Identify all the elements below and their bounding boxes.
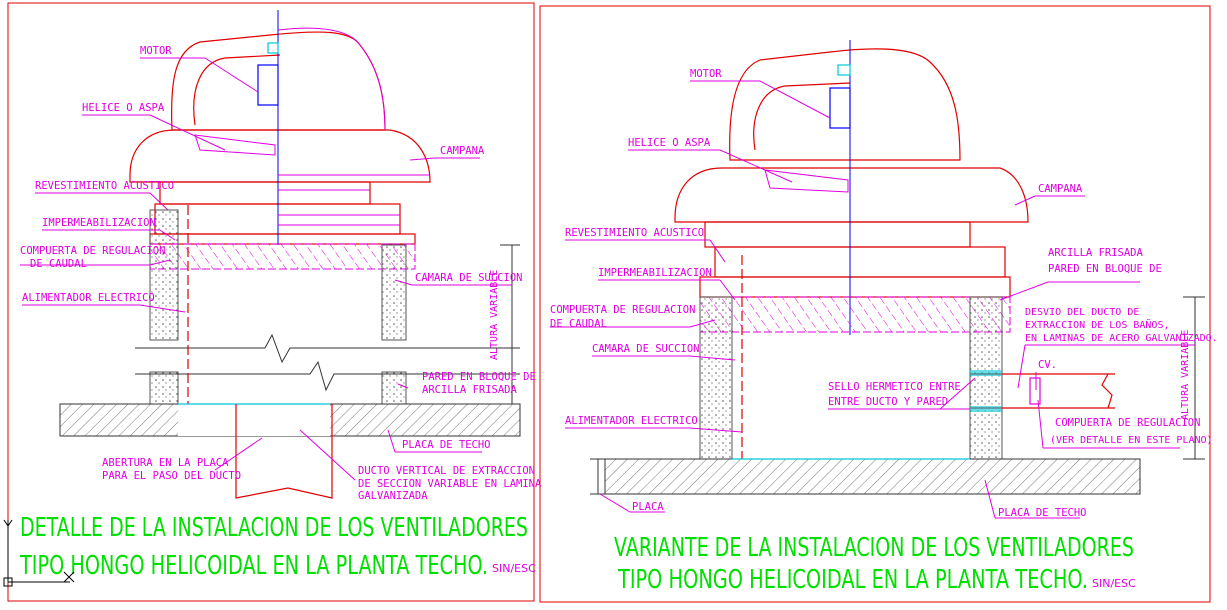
- left-damper: [149, 243, 416, 270]
- right-label-compuerta-2: DE CAUDAL: [550, 318, 607, 330]
- right-label-compuerta-reg-1: COMPUERTA DE REGULACION: [1055, 417, 1200, 429]
- right-label-campana: CAMPANA: [1038, 183, 1083, 195]
- right-sheet-frame: [539, 5, 1211, 603]
- left-sheet-frame: [7, 2, 535, 602]
- left-label-revestimiento: REVESTIMIENTO ACUSTICO: [35, 180, 174, 192]
- left-label-impermeabilizacion: IMPERMEABILIZACION: [42, 217, 156, 229]
- left-break-lines: [135, 333, 520, 392]
- right-sheet: ALTURA VARIABLE MOTOR HELICE O ASPA CAMP…: [539, 5, 1218, 603]
- left-motor: [257, 42, 279, 106]
- right-fan-hood: [674, 40, 1029, 335]
- left-label-pared-1: PARED EN BLOQUE DE: [422, 371, 536, 383]
- right-label-placa-techo: PLACA DE TECHO: [998, 507, 1087, 519]
- right-label-helice: HELICE O ASPA: [628, 137, 711, 149]
- right-altura-label: ALTURA VARIABLE: [1180, 330, 1191, 420]
- left-title-line1: DETALLE DE LA INSTALACION DE LOS VENTILA…: [20, 513, 528, 543]
- left-label-helice: HELICE O ASPA: [82, 102, 165, 114]
- right-helix: [764, 169, 849, 193]
- left-title-line2: TIPO HONGO HELICOIDAL EN LA PLANTA TECHO…: [19, 551, 488, 581]
- left-label-placa-techo: PLACA DE TECHO: [402, 439, 491, 451]
- right-label-placa: PLACA: [632, 501, 664, 513]
- right-label-cv: CV.: [1038, 359, 1057, 371]
- right-label-camara: CAMARA DE SUCCION: [592, 343, 699, 355]
- right-label-arcilla-1: ARCILLA FRISADA: [1048, 247, 1144, 259]
- left-sheet: ALTURA VARIABLE MOTOR HELICE O ASPA CAMP…: [3, 2, 542, 602]
- left-label-pared-2: ARCILLA FRISADA: [422, 384, 518, 396]
- right-damper: [699, 296, 1011, 333]
- right-seal-bottom: [970, 406, 1002, 412]
- left-label-abertura-2: PARA EL PASO DEL DUCTO: [102, 470, 241, 482]
- right-dimension: [590, 296, 1205, 495]
- right-label-sello-1: SELLO HERMETICO ENTRE: [828, 381, 961, 393]
- right-label-desvio-3: EN LAMINAS DE ACERO GALVANIZADO.: [1025, 333, 1218, 344]
- right-label-sello-2: ENTRE DUCTO Y PARED: [828, 396, 948, 408]
- left-label-camara: CAMARA DE SUCCION: [415, 272, 522, 284]
- right-label-revestimiento: REVESTIMIENTO ACUSTICO: [565, 227, 704, 239]
- right-label-desvio-1: DESVIO DEL DUCTO DE: [1025, 307, 1139, 318]
- left-wall-right-low: [381, 371, 407, 405]
- right-label-compuerta-reg-2: (VER DETALLE EN ESTE PLANO): [1050, 435, 1213, 446]
- right-title-line2: TIPO HONGO HELICOIDAL EN LA PLANTA TECHO…: [617, 565, 1088, 595]
- right-leaders: [550, 80, 1195, 519]
- left-wall-left: [149, 209, 179, 341]
- left-fan-hood-right: [277, 27, 430, 226]
- right-label-compuerta-1: COMPUERTA DE REGULACION: [550, 304, 695, 316]
- left-label-abertura-1: ABERTURA EN LA PLACA: [102, 457, 229, 469]
- left-label-alimentador: ALIMENTADOR ELECTRICO: [22, 292, 155, 304]
- right-label-arcilla-2: PARED EN BLOQUE DE: [1048, 263, 1162, 275]
- left-wall-right: [381, 244, 407, 341]
- left-label-compuerta-2: DE CAUDAL: [30, 258, 87, 270]
- right-wall-left: [699, 296, 733, 460]
- left-dimension: [500, 244, 520, 405]
- right-label-motor: MOTOR: [690, 68, 722, 80]
- right-label-desvio-2: EXTRACCION DE LOS BAÑOS,: [1025, 318, 1170, 331]
- left-slab-opening: [178, 404, 330, 436]
- left-label-campana: CAMPANA: [440, 145, 485, 157]
- left-altura-label: ALTURA VARIABLE: [489, 270, 500, 360]
- left-label-compuerta-1: COMPUERTA DE REGULACION: [20, 245, 165, 257]
- right-scale: SIN/ESC: [1092, 577, 1136, 590]
- left-helix: [194, 134, 276, 156]
- left-leaders: [20, 57, 512, 481]
- left-label-ducto-2: DE SECCION VARIABLE EN LAMINA: [358, 478, 542, 490]
- right-label-impermeabilizacion: IMPERMEABILIZACION: [598, 267, 712, 279]
- left-vertical-duct: [235, 404, 333, 499]
- left-label-ducto-1: DUCTO VERTICAL DE EXTRACCION: [358, 465, 535, 477]
- right-wall-right: [969, 296, 1003, 460]
- left-wall-left-low: [149, 371, 179, 405]
- right-roof-slab: [604, 458, 1141, 495]
- left-scale: SIN/ESC: [492, 562, 536, 575]
- right-label-alimentador: ALIMENTADOR ELECTRICO: [565, 415, 698, 427]
- right-title-line1: VARIANTE DE LA INSTALACION DE LOS VENTIL…: [614, 533, 1134, 563]
- right-seal-top: [970, 370, 1002, 376]
- left-label-motor: MOTOR: [140, 45, 172, 57]
- ucs-icon: [3, 519, 75, 587]
- left-label-ducto-3: GALVANIZADA: [358, 490, 428, 502]
- right-motor: [829, 64, 851, 129]
